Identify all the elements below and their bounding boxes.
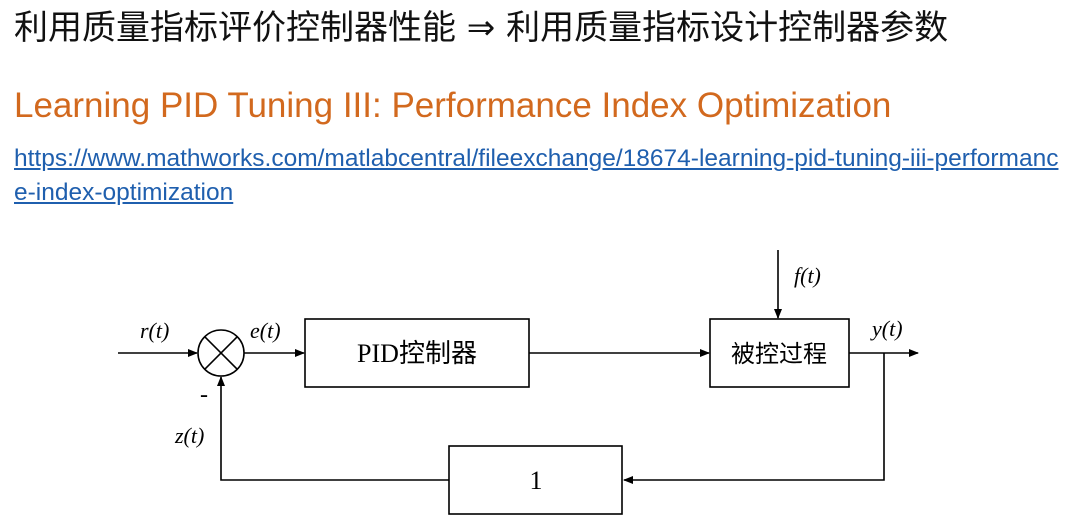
fileexchange-link[interactable]: https://www.mathworks.com/matlabcentral/… xyxy=(14,145,1059,206)
feedback-signal-label: z(t) xyxy=(174,423,204,448)
page-title: 利用质量指标评价控制器性能 ⇒ 利用质量指标设计控制器参数 xyxy=(14,8,949,48)
pid-controller-label: PID控制器 xyxy=(357,339,477,368)
reference-signal-label: r(t) xyxy=(140,318,169,343)
feedback-path-line xyxy=(623,353,885,484)
feedback-return-line xyxy=(217,376,449,481)
output-signal-label: y(t) xyxy=(870,316,903,341)
summing-junction xyxy=(197,329,245,377)
page-subtitle: Learning PID Tuning III: Performance Ind… xyxy=(14,86,892,125)
pid-controller-block xyxy=(304,318,530,388)
feedback-sign-label: - xyxy=(200,382,208,408)
disturbance-signal-label: f(t) xyxy=(794,263,821,288)
feedback-gain-label: 1 xyxy=(530,466,543,495)
process-label: 被控过程 xyxy=(731,340,827,368)
error-signal-label: e(t) xyxy=(250,318,281,343)
